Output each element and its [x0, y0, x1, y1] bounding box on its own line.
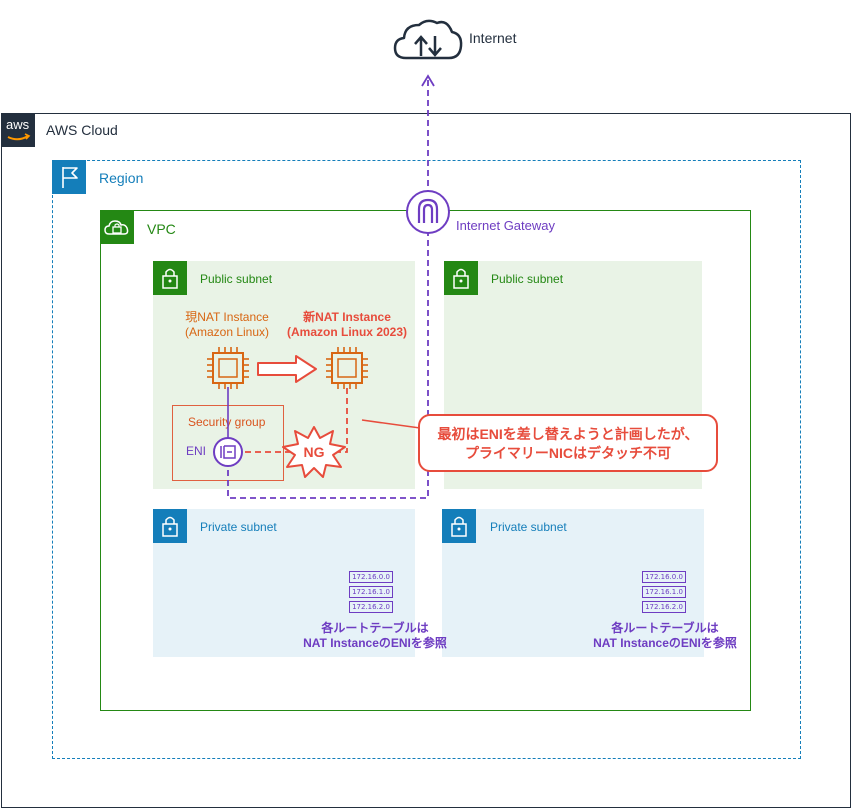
new-nat-label: 新NAT Instance (Amazon Linux 2023): [283, 310, 411, 340]
vpc-cloud-lock-icon: [100, 210, 134, 244]
internet-gateway-icon: [406, 190, 450, 234]
migration-arrow-icon: [257, 355, 317, 383]
callout-pointer: [361, 419, 421, 429]
route-table-left-note-line2: NAT InstanceのENIを参照: [303, 636, 447, 650]
eni-icon: [213, 437, 243, 467]
callout-box: 最初はENIを差し替えようと計画したが、 プライマリーNICはデタッチ不可: [418, 414, 718, 472]
region-label: Region: [99, 170, 144, 186]
private-subnet-right-lock-icon: [442, 509, 476, 543]
current-nat-label-line2: (Amazon Linux): [184, 325, 270, 339]
internet-gateway-label: Internet Gateway: [456, 218, 555, 233]
region-group: [52, 160, 801, 759]
route-table-right: 172.16.0.0 172.16.1.0 172.16.2.0: [642, 571, 686, 613]
private-subnet-left-lock-icon: [153, 509, 187, 543]
route-entry: 172.16.1.0: [642, 586, 686, 598]
route-table-right-note: 各ルートテーブルは NAT InstanceのENIを参照: [585, 621, 745, 651]
security-group-label: Security group: [188, 415, 266, 429]
new-nat-label-line1: 新NAT Instance: [303, 310, 391, 324]
aws-cloud-group: [1, 113, 851, 808]
private-subnet-right: [442, 509, 704, 657]
route-entry: 172.16.2.0: [642, 601, 686, 613]
internet-label: Internet: [469, 30, 517, 46]
ng-attach-path: [242, 388, 348, 453]
route-entry: 172.16.2.0: [349, 601, 393, 613]
public-subnet-right-lock-icon: [444, 261, 478, 295]
region-flag-icon: [52, 160, 86, 194]
current-nat-label-line1: 現NAT Instance: [185, 310, 269, 324]
current-nat-label: 現NAT Instance (Amazon Linux): [172, 310, 282, 340]
callout-line2: プライマリーNICはデタッチ不可: [464, 445, 672, 461]
public-subnet-right-label: Public subnet: [491, 272, 564, 286]
route-table-right-note-line2: NAT InstanceのENIを参照: [593, 636, 737, 650]
public-subnet-left-label: Public subnet: [200, 272, 273, 286]
route-table-right-note-line1: 各ルートテーブルは: [611, 621, 719, 635]
eni-label: ENI: [186, 444, 207, 458]
route-table-left: 172.16.0.0 172.16.1.0 172.16.2.0: [349, 571, 393, 613]
route-entry: 172.16.1.0: [349, 586, 393, 598]
public-subnet-left-lock-icon: [153, 261, 187, 295]
new-nat-instance-icon: [326, 347, 368, 389]
private-subnet-left: [153, 509, 415, 657]
aws-logo-text: aws: [6, 117, 30, 132]
route-entry: 172.16.0.0: [349, 571, 393, 583]
vpc-label: VPC: [147, 221, 176, 237]
route-table-left-note: 各ルートテーブルは NAT InstanceのENIを参照: [295, 621, 455, 651]
aws-logo-icon: aws: [1, 113, 35, 147]
private-subnet-right-label: Private subnet: [490, 520, 567, 534]
route-arrowhead: [421, 74, 435, 87]
ng-burst-icon: [282, 426, 346, 478]
route-table-left-note-line1: 各ルートテーブルは: [321, 621, 429, 635]
ng-label: NG: [303, 444, 325, 460]
callout-line1: 最初はENIを差し替えようと計画したが、: [437, 426, 699, 442]
route-entry: 172.16.0.0: [642, 571, 686, 583]
internet-cloud-icon: [393, 19, 463, 60]
private-subnet-left-label: Private subnet: [200, 520, 277, 534]
aws-cloud-label: AWS Cloud: [46, 122, 118, 138]
new-nat-label-line2: (Amazon Linux 2023): [286, 325, 408, 339]
current-nat-instance-icon: [207, 347, 249, 389]
